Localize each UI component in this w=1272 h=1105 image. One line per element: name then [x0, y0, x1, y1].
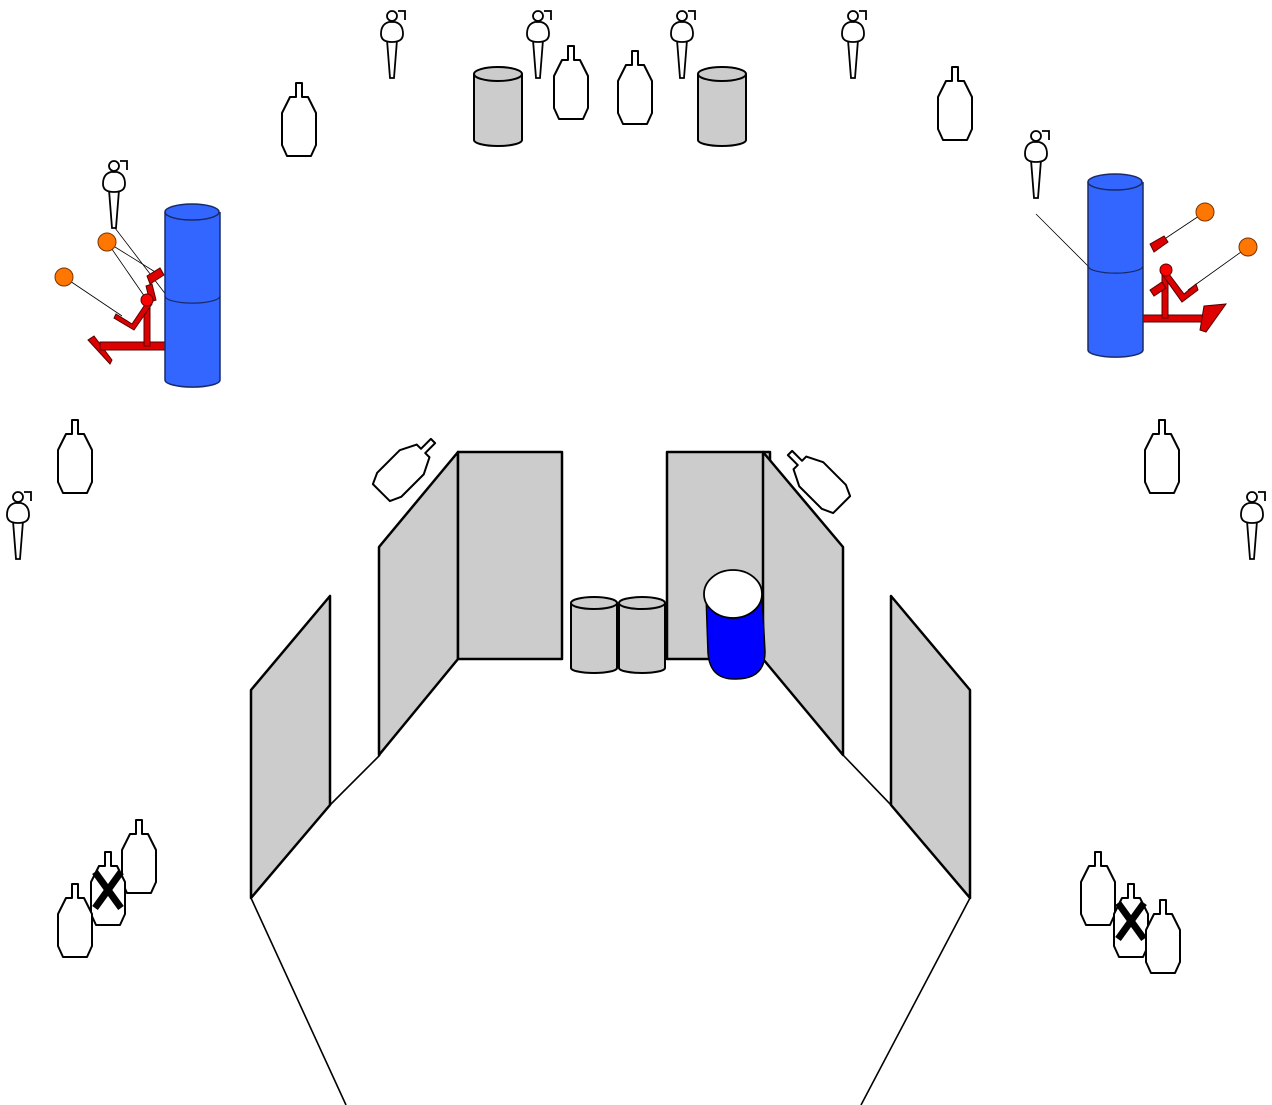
- no-shoot-x-icon: [1115, 900, 1147, 942]
- mini-popper: [1240, 491, 1266, 560]
- wall-right-angled: [761, 450, 845, 757]
- floor-outline: [250, 754, 971, 1105]
- paper-target: [281, 82, 317, 157]
- paper-target: [57, 419, 93, 494]
- swinger-pivot: [1159, 263, 1173, 277]
- mini-popper: [526, 10, 552, 79]
- paper-target: [937, 66, 973, 141]
- swinger-pivot: [140, 293, 154, 307]
- paper-target: [553, 45, 589, 120]
- mini-popper: [1024, 130, 1050, 199]
- steel-plate: [1195, 202, 1215, 222]
- steel-plate: [54, 267, 74, 287]
- drum-blue: [703, 569, 766, 680]
- steel-plate: [1238, 237, 1258, 257]
- mini-popper: [102, 160, 128, 229]
- walls: [249, 450, 972, 900]
- barrel-center-right: [618, 596, 666, 674]
- paper-target: [57, 883, 93, 958]
- mini-popper: [841, 10, 867, 79]
- swinger-right: [1035, 202, 1258, 333]
- paper-target: [121, 819, 157, 894]
- swinger-left: [54, 227, 176, 365]
- steel-plate: [97, 232, 117, 252]
- paper-target: [1145, 899, 1181, 974]
- target-array-right: [1080, 851, 1181, 974]
- wall-left-front: [456, 450, 564, 661]
- paper-target: [1144, 419, 1180, 494]
- target-array-left: [57, 819, 157, 958]
- barrel-back-left: [473, 66, 523, 147]
- wall-right-outer: [889, 594, 972, 900]
- barrel-center-left: [570, 596, 618, 674]
- barrel-stack-right: [1087, 173, 1144, 358]
- barrel-stack-left: [164, 203, 221, 388]
- mini-popper: [6, 491, 32, 560]
- barrel-back-right: [697, 66, 747, 147]
- mini-popper: [670, 10, 696, 79]
- paper-target: [1080, 851, 1116, 926]
- mini-popper: [380, 10, 406, 79]
- wall-left-outer: [249, 594, 332, 900]
- paper-target: [617, 50, 653, 125]
- no-shoot-x-icon: [92, 869, 124, 911]
